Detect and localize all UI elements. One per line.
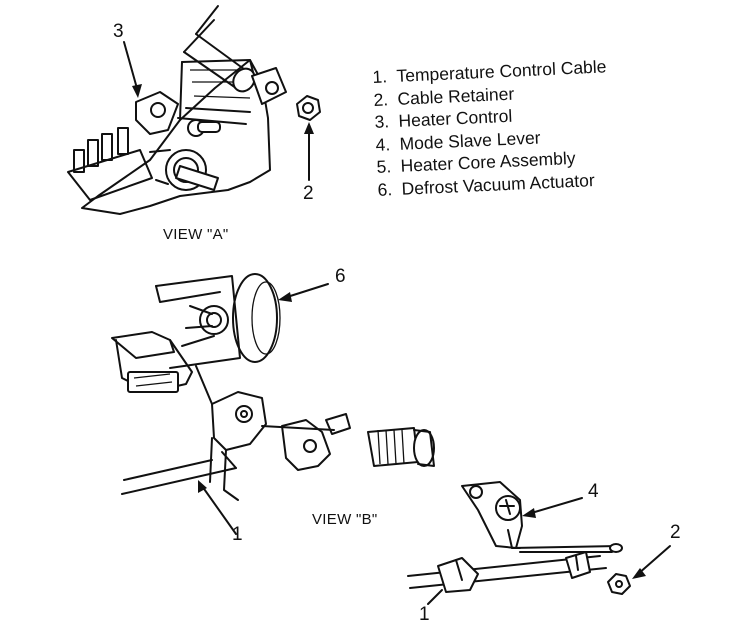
callout-cable-view-b: 1 xyxy=(232,524,243,545)
callout-retainer-lower: 2 xyxy=(670,522,681,543)
callout-mode-slave-lever: 4 xyxy=(588,481,599,502)
view-b-label: VIEW "B" xyxy=(312,511,378,528)
mode-slave-lever-detail xyxy=(407,481,671,605)
heater-control-knobs xyxy=(67,91,179,201)
view-a-label: VIEW "A" xyxy=(163,226,229,243)
callout-actuator: 6 xyxy=(335,266,346,287)
callout-retainer-view-a: 2 xyxy=(303,183,314,204)
view-a-retainer-nut xyxy=(296,95,321,121)
parts-legend: 1.Temperature Control Cable 2.Cable Reta… xyxy=(372,55,612,200)
callout-cable-lower: 1 xyxy=(419,604,430,625)
view-b-illustration xyxy=(111,273,435,535)
defrost-vacuum-actuator xyxy=(155,273,281,369)
callout-heater-control: 3 xyxy=(113,21,124,42)
view-a-illustration xyxy=(67,5,321,215)
